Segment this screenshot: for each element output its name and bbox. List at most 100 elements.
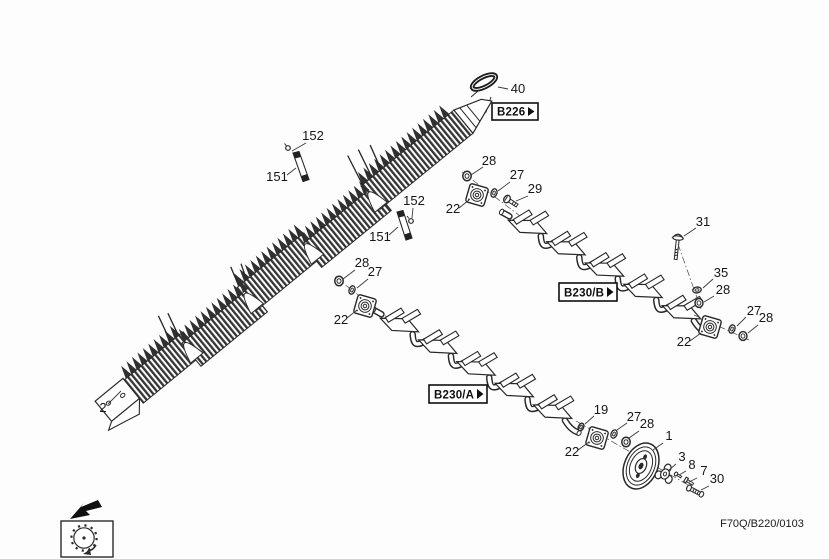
part-callout-1: 1	[652, 428, 673, 451]
part-callout-28: 28	[342, 255, 369, 280]
reference-box-label: B230/B	[564, 288, 604, 300]
reference-box-b230-a[interactable]: B230/A	[428, 384, 488, 404]
reference-box-b230-b[interactable]: B230/B	[558, 282, 618, 302]
wobble-shaft-b230a	[368, 290, 595, 437]
part-number-label: 8	[688, 457, 695, 472]
reference-box-label: B230/A	[434, 390, 474, 402]
part-callout-31: 31	[683, 214, 710, 237]
part-number-label: 19	[594, 402, 608, 417]
part-callout-28: 28	[628, 416, 654, 439]
part-number-label: 151	[369, 229, 391, 244]
flange-bearing-22	[584, 425, 610, 451]
part-callout-29: 29	[515, 181, 542, 202]
leader-line	[497, 181, 511, 192]
leader-line	[688, 477, 698, 483]
leader-line	[515, 195, 529, 202]
leader-line	[736, 316, 747, 327]
leader-line	[678, 470, 687, 476]
direction-legend	[60, 500, 114, 558]
part-number-label: 28	[482, 153, 496, 168]
part-callout-8: 8	[678, 457, 696, 476]
washer-27	[347, 284, 357, 296]
part-number-label: 40	[511, 81, 525, 96]
leader-line	[342, 269, 356, 280]
leader-line	[458, 199, 470, 209]
leader-line	[616, 422, 628, 431]
part-number-label: 30	[710, 471, 724, 486]
flange-bearing-22	[697, 314, 723, 340]
spacer-ring-19	[577, 422, 585, 432]
part-number-label: 28	[355, 255, 369, 270]
part-number-label: 22	[677, 334, 691, 349]
leader-line	[584, 415, 595, 425]
rotor-center-dot	[82, 536, 86, 540]
part-number-label: 28	[716, 282, 730, 297]
part-callout-151: 151	[266, 167, 297, 184]
part-callout-40: 40	[497, 81, 525, 96]
flange-bearing-22	[352, 293, 378, 319]
part-callout-28: 28	[747, 310, 773, 334]
reference-box-frame	[558, 282, 618, 302]
part-callout-22: 22	[334, 309, 358, 327]
pulley-1	[622, 442, 660, 490]
nut-28	[334, 275, 344, 287]
part-number-label: 2	[99, 400, 106, 415]
leader-line	[747, 324, 759, 334]
part-number-label: 1	[665, 428, 672, 443]
flange-bearing-22	[464, 182, 490, 208]
bolt-29	[503, 194, 519, 208]
part-number-label: 151	[266, 169, 288, 184]
bolt-30	[685, 484, 705, 498]
part-number-label: 152	[302, 128, 324, 143]
part-callout-152: 152	[403, 193, 425, 219]
part-number-label: 22	[565, 444, 579, 459]
leader-line	[668, 463, 677, 471]
part-callout-27: 27	[497, 167, 524, 192]
part-number-label: 27	[747, 303, 761, 318]
pin-152-lower	[406, 215, 414, 224]
part-callout-28: 28	[470, 153, 496, 176]
wedge-151-lower	[396, 209, 413, 241]
part-callout-3: 3	[668, 449, 686, 471]
leader-line	[683, 227, 697, 237]
part-callout-22: 22	[446, 199, 470, 216]
leader-line	[652, 442, 664, 451]
washer-27	[609, 428, 619, 440]
part-callout-27: 27	[356, 264, 382, 289]
washer-27	[489, 187, 499, 199]
leader-line	[356, 278, 369, 289]
part-number-label: 27	[510, 167, 524, 182]
drawing-code: F70Q/B220/0103	[720, 518, 804, 530]
leader-line	[388, 226, 399, 236]
part-callout-7: 7	[688, 463, 708, 483]
pin-152-upper	[284, 143, 291, 151]
part-number-label: 28	[640, 416, 654, 431]
reference-box-b226[interactable]: B226	[491, 102, 539, 121]
part-number-label: 27	[368, 264, 382, 279]
part-number-label: 3	[678, 449, 685, 464]
rotor-rotation-symbol	[60, 520, 114, 558]
wobble-shaft-b230b	[496, 192, 724, 337]
part-callout-151: 151	[369, 226, 399, 244]
leader-line	[497, 86, 509, 90]
part-number-label: 7	[700, 463, 707, 478]
part-number-label: 152	[403, 193, 425, 208]
crankshaft-b230b-assembly	[461, 170, 750, 342]
leader-line	[411, 207, 414, 219]
part-number-label: 27	[627, 409, 641, 424]
callout-layer: 4015215115215122827292231352827282228272…	[99, 81, 773, 491]
reference-arrow-icon	[528, 107, 535, 116]
part-callout-27: 27	[736, 303, 761, 327]
crankshaft-b230a-assembly	[334, 275, 595, 437]
center-axis	[677, 243, 702, 310]
conditioner-plate-assembly	[94, 96, 493, 432]
leader-line	[291, 142, 307, 152]
leader-line	[689, 332, 702, 342]
part-number-label: 22	[446, 201, 460, 216]
nut-28	[462, 170, 472, 182]
part-callout-22: 22	[565, 441, 590, 459]
part-callout-22: 22	[677, 332, 702, 349]
